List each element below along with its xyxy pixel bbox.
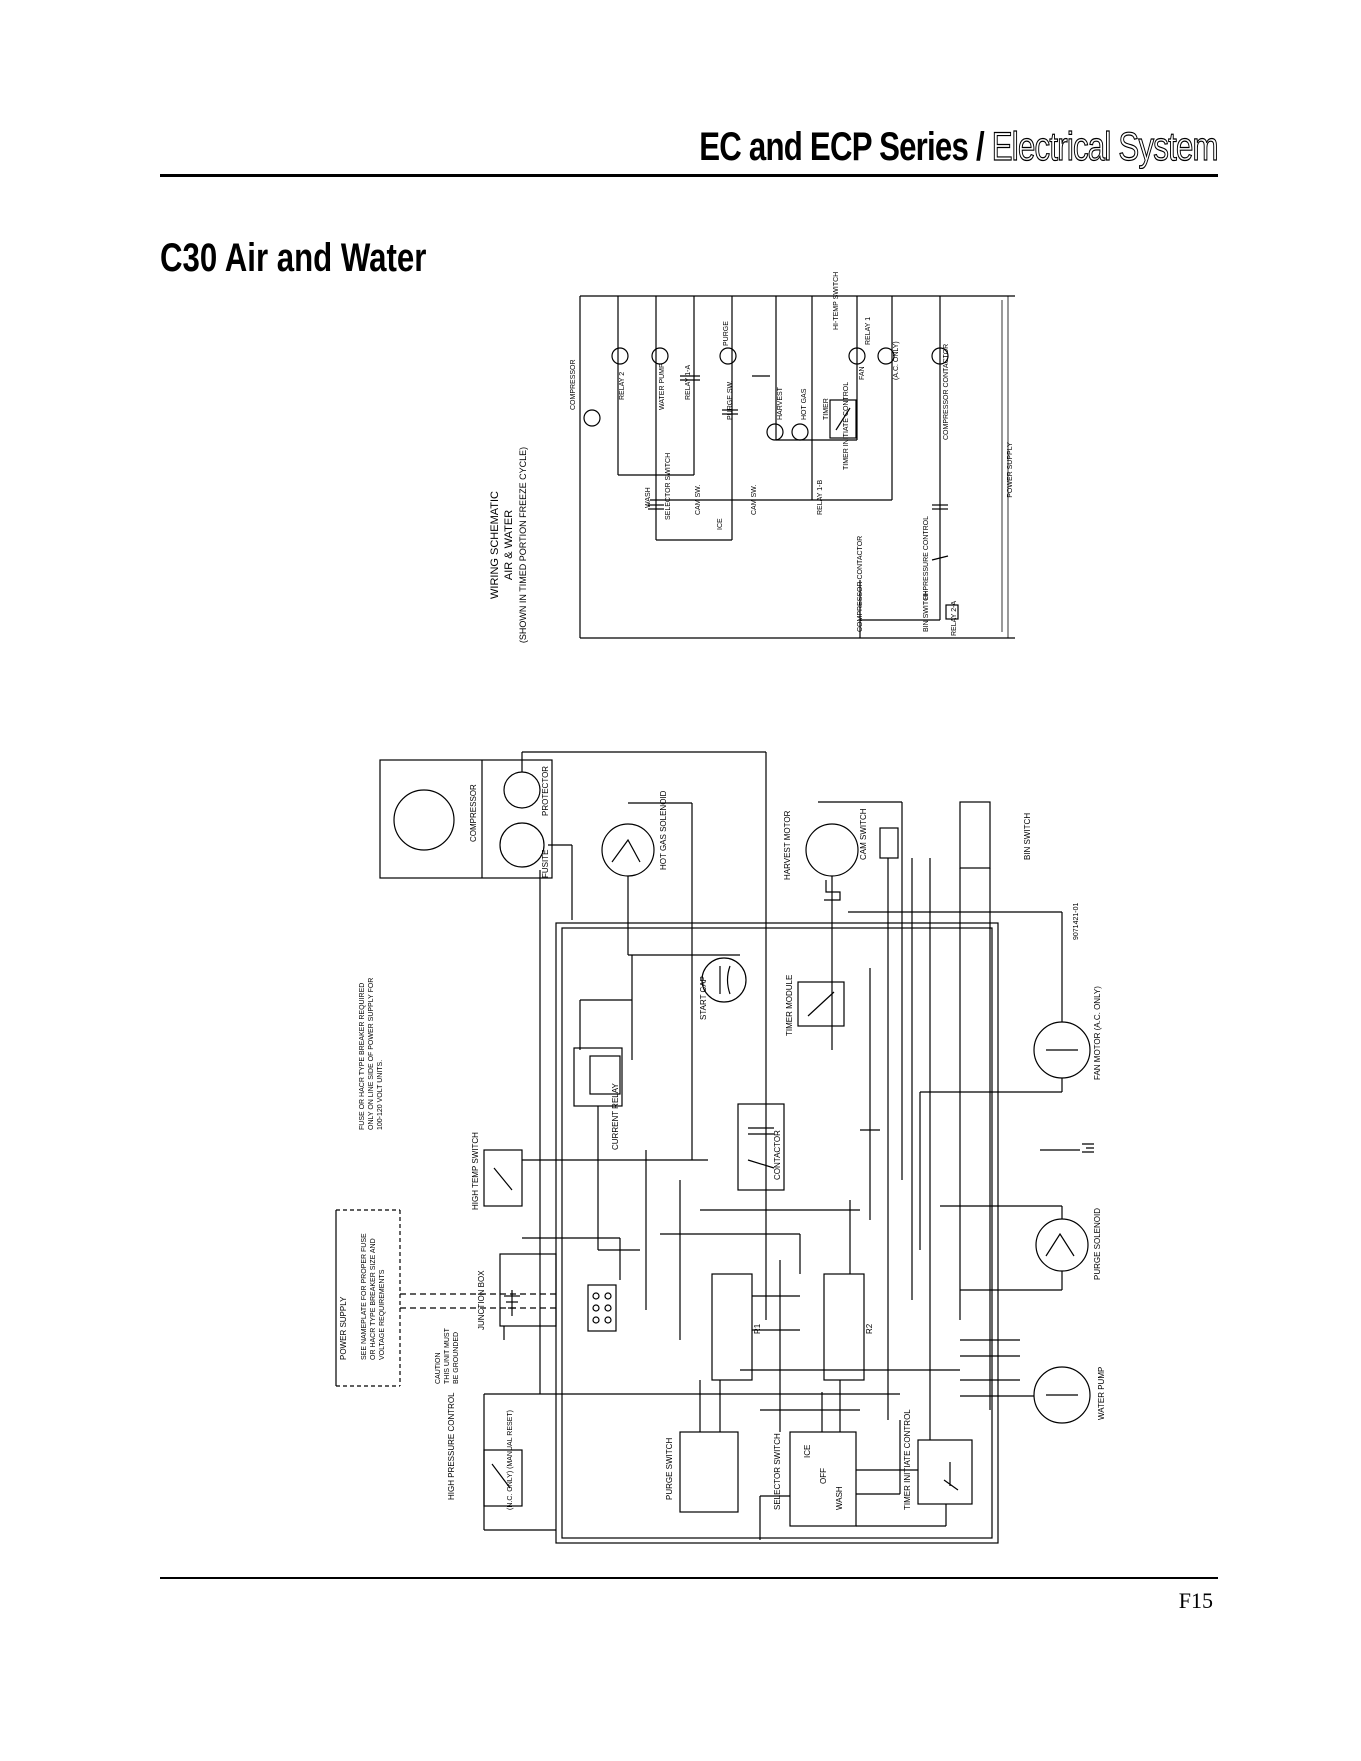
fuse-note-1: FUSE OR HACR TYPE BREAKER REQUIRED xyxy=(359,983,366,1130)
label-hot-gas: HOT GAS xyxy=(801,388,808,420)
label-contactor: CONTACTOR xyxy=(773,1130,782,1180)
header-brand: EC and ECP Series xyxy=(699,125,969,169)
caution-1: CAUTION xyxy=(435,1353,442,1385)
label-high-temp-switch: HIGH TEMP SWITCH xyxy=(471,1132,480,1210)
label-bin-switch-top: BIN SWITCH xyxy=(923,591,930,632)
label-cam-sw-2: CAM SW. xyxy=(751,485,758,515)
wiring-labels: FUSE OR HACR TYPE BREAKER REQUIRED ONLY … xyxy=(339,766,1106,1510)
label-timer-initiate-top: TIMER INITIATE CONTROL xyxy=(843,382,850,470)
header-separator: / xyxy=(976,125,985,169)
label-hi-pressure-top: HI-PRESSURE CONTROL xyxy=(923,516,930,600)
header-title: EC and ECP Series / Electrical System xyxy=(699,124,1220,170)
label-power-supply-bottom: POWER SUPPLY xyxy=(339,1296,348,1360)
label-fan-motor: FAN MOTOR (A.C. ONLY) xyxy=(1093,986,1102,1080)
nameplate-note-3: VOLTAGE REQUIREMENTS xyxy=(379,1269,386,1360)
label-harvest: HARVEST xyxy=(777,386,784,420)
label-harvest-motor: HARVEST MOTOR xyxy=(783,810,792,880)
label-relay1a: RELAY 1-A xyxy=(685,365,692,400)
label-selector-top: SELECTOR SWITCH xyxy=(665,453,672,520)
label-compressor-top: COMPRESSOR xyxy=(570,359,577,410)
label-ice: ICE xyxy=(803,1445,812,1458)
label-high-pressure-control: HIGH PRESSURE CONTROL xyxy=(447,1392,456,1500)
label-relay1b: RELAY 1-B xyxy=(817,480,824,515)
page-number: F15 xyxy=(1178,1588,1213,1613)
section-title: C30 Air and Water xyxy=(160,236,427,280)
label-water-pump-top: WATER PUMP xyxy=(659,363,666,410)
label-relay2-top: RELAY 2 xyxy=(619,372,626,400)
label-purge-solenoid: PURGE SOLENOID xyxy=(1093,1208,1102,1280)
label-nc-only: (N.C. ONLY) (MANUAL RESET) xyxy=(507,1410,514,1510)
label-cam-sw-1: CAM SW. xyxy=(695,485,702,515)
label-r2: R2 xyxy=(865,1323,874,1334)
schematic-title-2: AIR & WATER xyxy=(503,510,515,580)
caution-3: BE GROUNDED xyxy=(453,1332,460,1384)
label-cam-switch: CAM SWITCH xyxy=(859,808,868,860)
nameplate-note-1: SEE NAMEPLATE FOR PROPER FUSE xyxy=(361,1233,368,1360)
wiring-schematic xyxy=(579,295,1015,639)
fuse-note-2: ONLY ON LINE SIDE OF POWER SUPPLY FOR xyxy=(368,978,375,1130)
label-ac-only-top: (A.C. ONLY) xyxy=(893,341,900,380)
label-r1: R1 xyxy=(753,1323,762,1334)
fuse-note-3: 100-120 VOLT UNITS. xyxy=(377,1060,384,1130)
label-wash-top: WASH xyxy=(645,487,652,508)
label-fan-top: FAN xyxy=(859,366,866,380)
label-compressor: COMPRESSOR xyxy=(469,784,478,842)
label-water-pump: WATER PUMP xyxy=(1097,1367,1106,1420)
label-comp-contactor-top: COMPRESSOR CONTACTOR xyxy=(943,344,950,440)
label-relay1: RELAY 1 xyxy=(865,317,872,345)
label-fusite: FUSITE xyxy=(541,850,550,878)
label-protector: PROTECTOR xyxy=(541,766,550,816)
label-ice-top: ICE xyxy=(717,518,724,530)
schematic-power-supply: POWER SUPPLY xyxy=(1007,442,1014,498)
label-comp-contactor-2: COMPRESSOR CONTACTOR xyxy=(857,536,864,632)
label-part-no: 9071421-01 xyxy=(1073,903,1080,940)
schematic-labels: WIRING SCHEMATIC AIR & WATER (SHOWN IN T… xyxy=(489,272,1014,643)
label-purge-top: PURGE xyxy=(723,321,730,346)
label-relay2a: RELAY 2-A xyxy=(951,601,958,636)
caution-2: THIS UNIT MUST xyxy=(444,1327,451,1384)
label-timer-initiate: TIMER INITIATE CONTROL xyxy=(903,1409,912,1510)
nameplate-note-2: OR HACR TYPE BREAKER SIZE AND xyxy=(370,1238,377,1360)
label-bin-switch: BIN SWITCH xyxy=(1023,813,1032,860)
label-purge-switch: PURGE SWITCH xyxy=(665,1438,674,1500)
wiring-diagram xyxy=(335,751,1094,1544)
schematic-title-1: WIRING SCHEMATIC xyxy=(489,491,501,599)
label-junction-box: JUNCTION BOX xyxy=(477,1270,486,1330)
label-hi-temp: HI-TEMP SWITCH xyxy=(833,272,840,330)
label-selector-switch: SELECTOR SWITCH xyxy=(773,1433,782,1510)
header-section: Electrical System xyxy=(991,124,1220,169)
label-start-cap: START CAP xyxy=(699,976,708,1020)
footer-rule xyxy=(160,1577,1218,1579)
label-timer: TIMER xyxy=(823,398,830,420)
page-header: EC and ECP Series / Electrical System xyxy=(160,118,1220,177)
label-current-relay: CURRENT RELAY xyxy=(611,1083,620,1150)
label-off: OFF xyxy=(819,1468,828,1484)
label-hot-gas-solenoid: HOT GAS SOLENOID xyxy=(659,790,668,870)
label-timer-module: TIMER MODULE xyxy=(785,975,794,1036)
label-purge-sw: PURGE SW. xyxy=(727,380,734,420)
schematic-title-3: (SHOWN IN TIMED PORTION FREEZE CYCLE) xyxy=(518,447,528,643)
label-wash: WASH xyxy=(835,1486,844,1510)
